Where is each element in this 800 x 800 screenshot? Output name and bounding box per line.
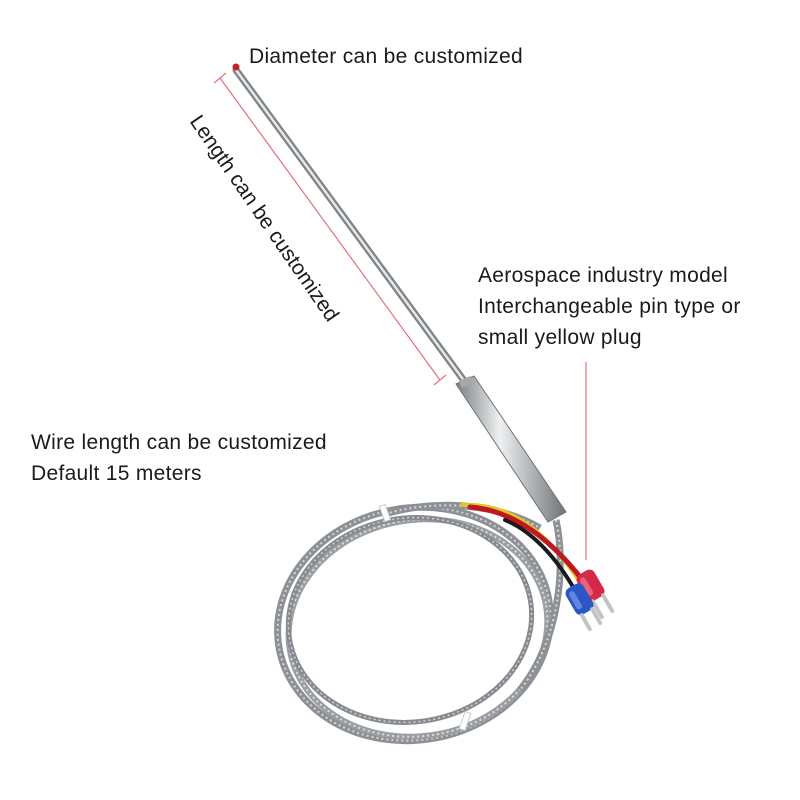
length-dimension-line: [213, 72, 447, 386]
diameter-annotation: Diameter can be customized: [249, 45, 523, 68]
wire-line-2: Default 15 meters: [31, 462, 202, 485]
aerospace-line-1: Aerospace industry model: [478, 264, 728, 287]
aerospace-annotation: Aerospace industry model Interchangeable…: [478, 260, 741, 353]
blue-terminal: [565, 583, 603, 631]
braided-cable-coil: [274, 501, 564, 745]
aerospace-line-2: Interchangeable pin type or: [478, 295, 741, 318]
lead-wires: [460, 502, 587, 594]
aerospace-line-3: small yellow plug: [478, 326, 642, 349]
diameter-marker-dot: [232, 63, 240, 71]
wire-length-annotation: Wire length can be customized Default 15…: [31, 427, 327, 489]
wire-line-1: Wire length can be customized: [31, 431, 327, 454]
spade-terminals: [565, 569, 615, 631]
probe-rod: [232, 66, 469, 386]
probe-sleeve: [455, 375, 567, 523]
